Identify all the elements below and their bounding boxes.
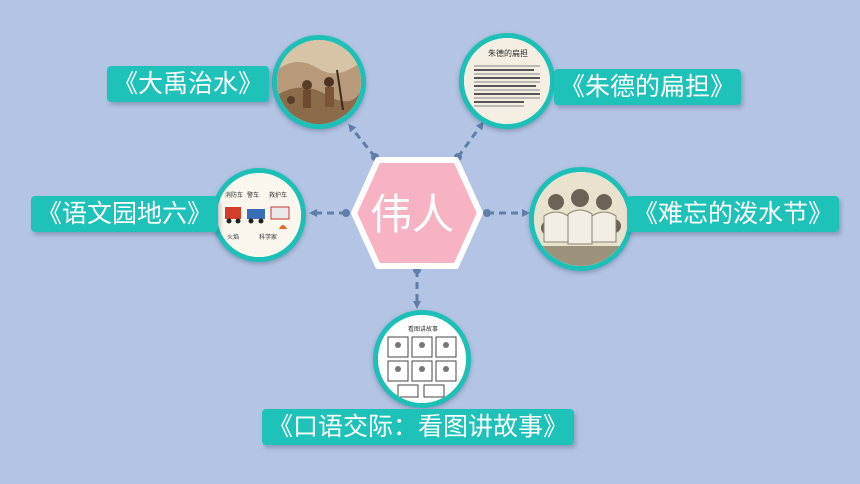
vocab-word-0: 消防车 [225,191,243,199]
flood-painting-image[interactable] [272,35,366,129]
text-page-image[interactable]: 朱德的扁担 [459,33,555,129]
painting-icon [277,40,361,124]
label-yuwen-yuandi-liu[interactable]: 《语文园地六》 [31,196,219,232]
label-zhude-biandan[interactable]: 《朱德的扁担》 [554,69,742,105]
page-title-text: 朱德的扁担 [488,48,528,58]
connector-top-left [348,123,377,158]
crowd-icon [534,172,628,266]
label-nanwang-poshuijie[interactable]: 《难忘的泼水节》 [627,196,840,232]
connector-lines [309,121,530,309]
center-hexagon [351,157,483,269]
vocab-word-1: 警车 [247,191,259,199]
comic-title-text: 看图讲故事 [408,325,438,333]
center-title: 伟人 [369,190,454,239]
vocab-word-3: 火焰 [227,233,239,241]
festival-crowd-image[interactable] [529,167,633,271]
vocabulary-page-image[interactable]: 消防车 警车 救护车 火焰 科学家 [212,168,306,262]
comic-icon: 看图讲故事 [378,315,466,403]
label-dayu-zhishui[interactable]: 《大禹治水》 [107,66,270,102]
vocab-word-4: 科学家 [259,233,277,241]
text-page-icon: 朱德的扁担 [464,38,550,124]
label-kouyu-jiaoji[interactable]: 《口语交际：看图讲故事》 [262,409,575,445]
comic-strip-image[interactable]: 看图讲故事 [373,310,471,408]
connector-top-right [456,121,484,158]
vocab-word-2: 救护车 [269,191,287,199]
vocabulary-icon: 消防车 警车 救护车 火焰 科学家 [217,173,301,257]
